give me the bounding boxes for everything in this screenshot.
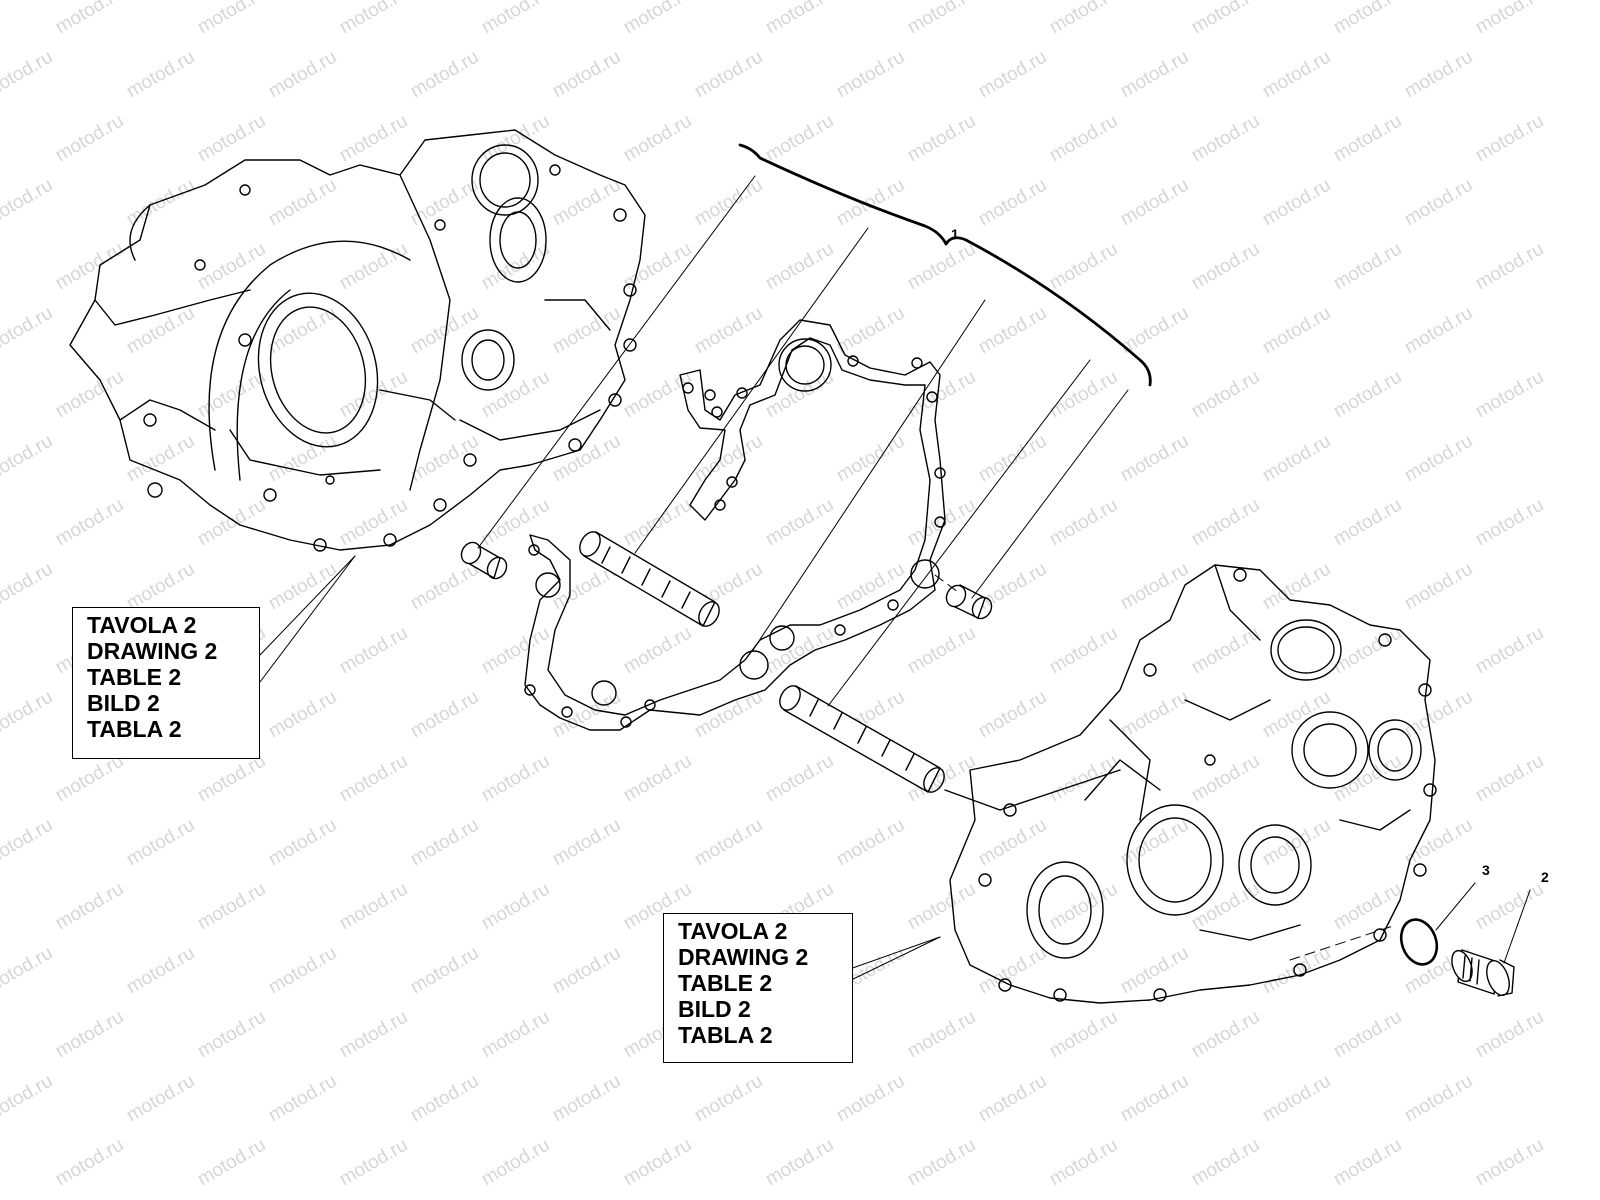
oil-strainer-upper	[579, 531, 720, 627]
dowel-bushing-left	[460, 541, 508, 580]
dowel-bushing-right	[945, 584, 993, 620]
assembly-centerlines	[934, 574, 1397, 961]
ref-line-table: TABLE 2	[678, 970, 773, 996]
part-1-leader-lines	[477, 175, 1129, 707]
ref-line-tabla: TABLA 2	[87, 716, 182, 742]
ref-line-table: TABLE 2	[87, 664, 182, 690]
reference-box-right: TAVOLA 2 DRAWING 2 TABLE 2 BILD 2 TABLA …	[663, 913, 853, 1063]
part-1-bracket	[738, 143, 1152, 387]
ref-line-tavola: TAVOLA 2	[678, 918, 788, 944]
reference-box-left: TAVOLA 2 DRAWING 2 TABLE 2 BILD 2 TABLA …	[72, 607, 260, 759]
reference-leaders	[259, 555, 941, 983]
ref-line-drawing: DRAWING 2	[678, 944, 809, 970]
ref-line-drawing: DRAWING 2	[87, 638, 218, 664]
ref-line-tabla: TABLA 2	[678, 1022, 773, 1048]
callout-part-2: 2	[1541, 869, 1549, 885]
left-crankcase-half	[69, 129, 646, 552]
crankcase-gasket	[524, 319, 946, 731]
right-crankcase-half	[944, 564, 1437, 1004]
callout-part-3: 3	[1482, 862, 1490, 878]
oil-strainer-lower	[779, 685, 945, 793]
ref-line-bild: BILD 2	[678, 996, 751, 1022]
callout-part-1: 1	[951, 226, 959, 242]
ref-line-bild: BILD 2	[87, 690, 160, 716]
o-ring	[1399, 918, 1439, 966]
part-2-3-leader-lines	[1435, 882, 1531, 964]
ref-line-tavola: TAVOLA 2	[87, 612, 197, 638]
drain-plug	[1451, 949, 1515, 997]
